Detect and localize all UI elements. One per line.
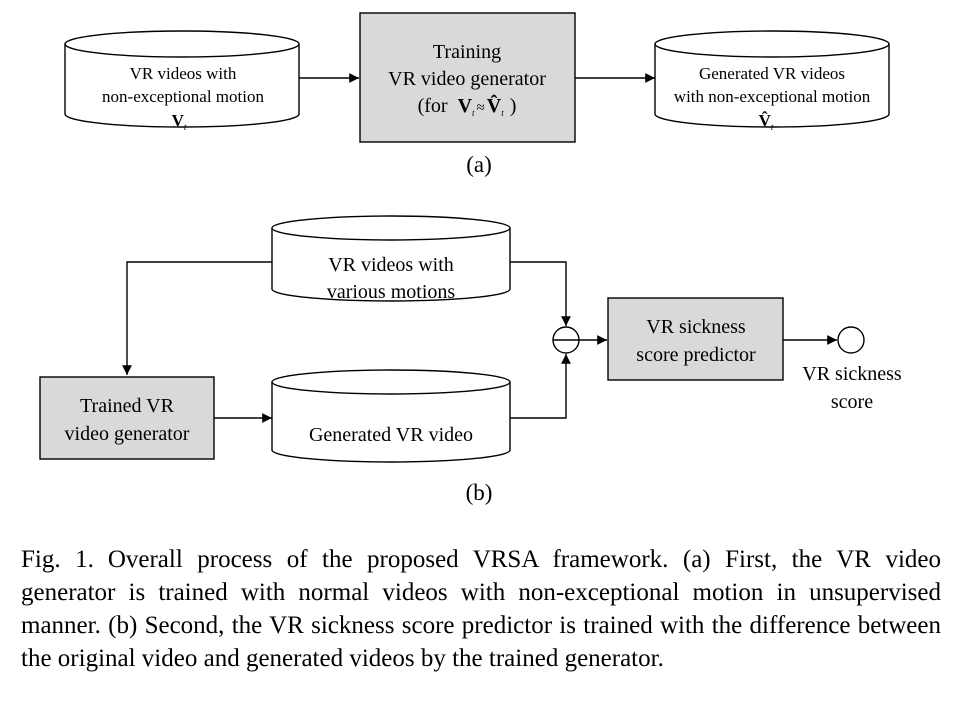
process-line2: VR video generator bbox=[388, 68, 546, 90]
db-various-line1: VR videos with bbox=[328, 254, 454, 276]
output-line2: score bbox=[831, 391, 873, 413]
process-score-predictor: VR sickness score predictor bbox=[607, 297, 784, 381]
db-generated-line1: Generated VR videos bbox=[699, 64, 845, 83]
subtract-icon bbox=[552, 326, 580, 354]
label-a: (a) bbox=[466, 152, 492, 177]
arrow-various-to-subtract bbox=[510, 261, 571, 326]
db-generated-vr-videos: Generated VR videos with non-exceptional… bbox=[654, 30, 890, 132]
predictor-line1: VR sickness bbox=[646, 316, 746, 338]
label-b: (b) bbox=[466, 480, 493, 505]
output-line1: VR sickness bbox=[802, 363, 902, 385]
db-generated-line2: with non-exceptional motion bbox=[674, 87, 871, 106]
db-various-line2: various motions bbox=[327, 281, 456, 303]
predictor-line2: score predictor bbox=[636, 344, 756, 366]
arrow-db-to-generator bbox=[122, 261, 272, 375]
db-generated-video-label: Generated VR video bbox=[309, 424, 473, 446]
db-vr-videos-various: VR videos with various motions bbox=[271, 215, 511, 303]
framework-diagram: VR videos with non-exceptional motion Vt… bbox=[39, 12, 902, 505]
db-vr-videos-line1: VR videos with bbox=[130, 64, 237, 83]
db-generated-vr-video: Generated VR video bbox=[271, 369, 511, 463]
generator-line1: Trained VR bbox=[80, 395, 175, 417]
arrow-generated-to-subtract bbox=[510, 354, 571, 419]
caption-label: Fig. 1. bbox=[21, 546, 94, 573]
db-vr-videos-line2: non-exceptional motion bbox=[102, 87, 264, 106]
figure-caption: Fig. 1.Overall process of the proposed V… bbox=[21, 543, 941, 675]
symbol-v-t: Vt bbox=[172, 111, 187, 132]
generator-line2: video generator bbox=[65, 423, 190, 445]
symbol-vhat-t: V̂t bbox=[759, 111, 774, 132]
db-vr-videos-non-exceptional: VR videos with non-exceptional motion Vt bbox=[64, 30, 300, 132]
process-trained-generator: Trained VR video generator bbox=[39, 376, 215, 460]
output-node-icon bbox=[837, 326, 865, 354]
caption-text: Overall process of the proposed VRSA fra… bbox=[21, 546, 941, 672]
process-line1: Training bbox=[433, 41, 501, 63]
